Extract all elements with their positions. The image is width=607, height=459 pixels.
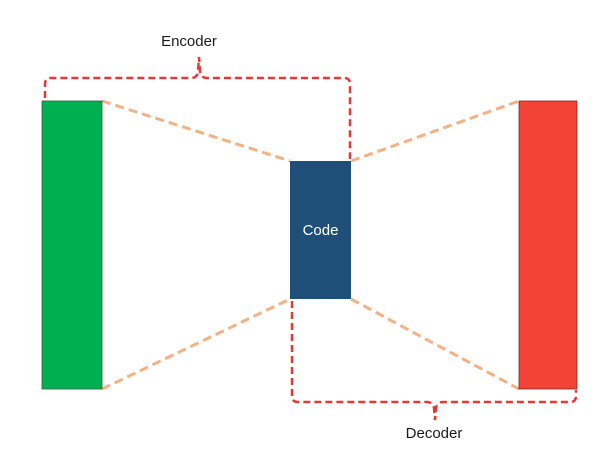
encoder-label: Encoder	[161, 33, 217, 50]
connector-lines	[101, 99, 520, 391]
encoder-top-connector	[101, 99, 291, 163]
output-layer-block	[518, 100, 578, 390]
input-layer-block	[41, 100, 103, 390]
decoder-top-connector	[350, 99, 520, 163]
code-block	[290, 161, 351, 299]
encoder-bracket	[43, 56, 352, 159]
encoder-bottom-connector	[101, 297, 291, 391]
code-label: Code	[303, 222, 339, 239]
decoder-bracket	[290, 301, 578, 421]
decoder-bottom-connector	[350, 297, 520, 391]
decoder-label: Decoder	[406, 425, 463, 442]
